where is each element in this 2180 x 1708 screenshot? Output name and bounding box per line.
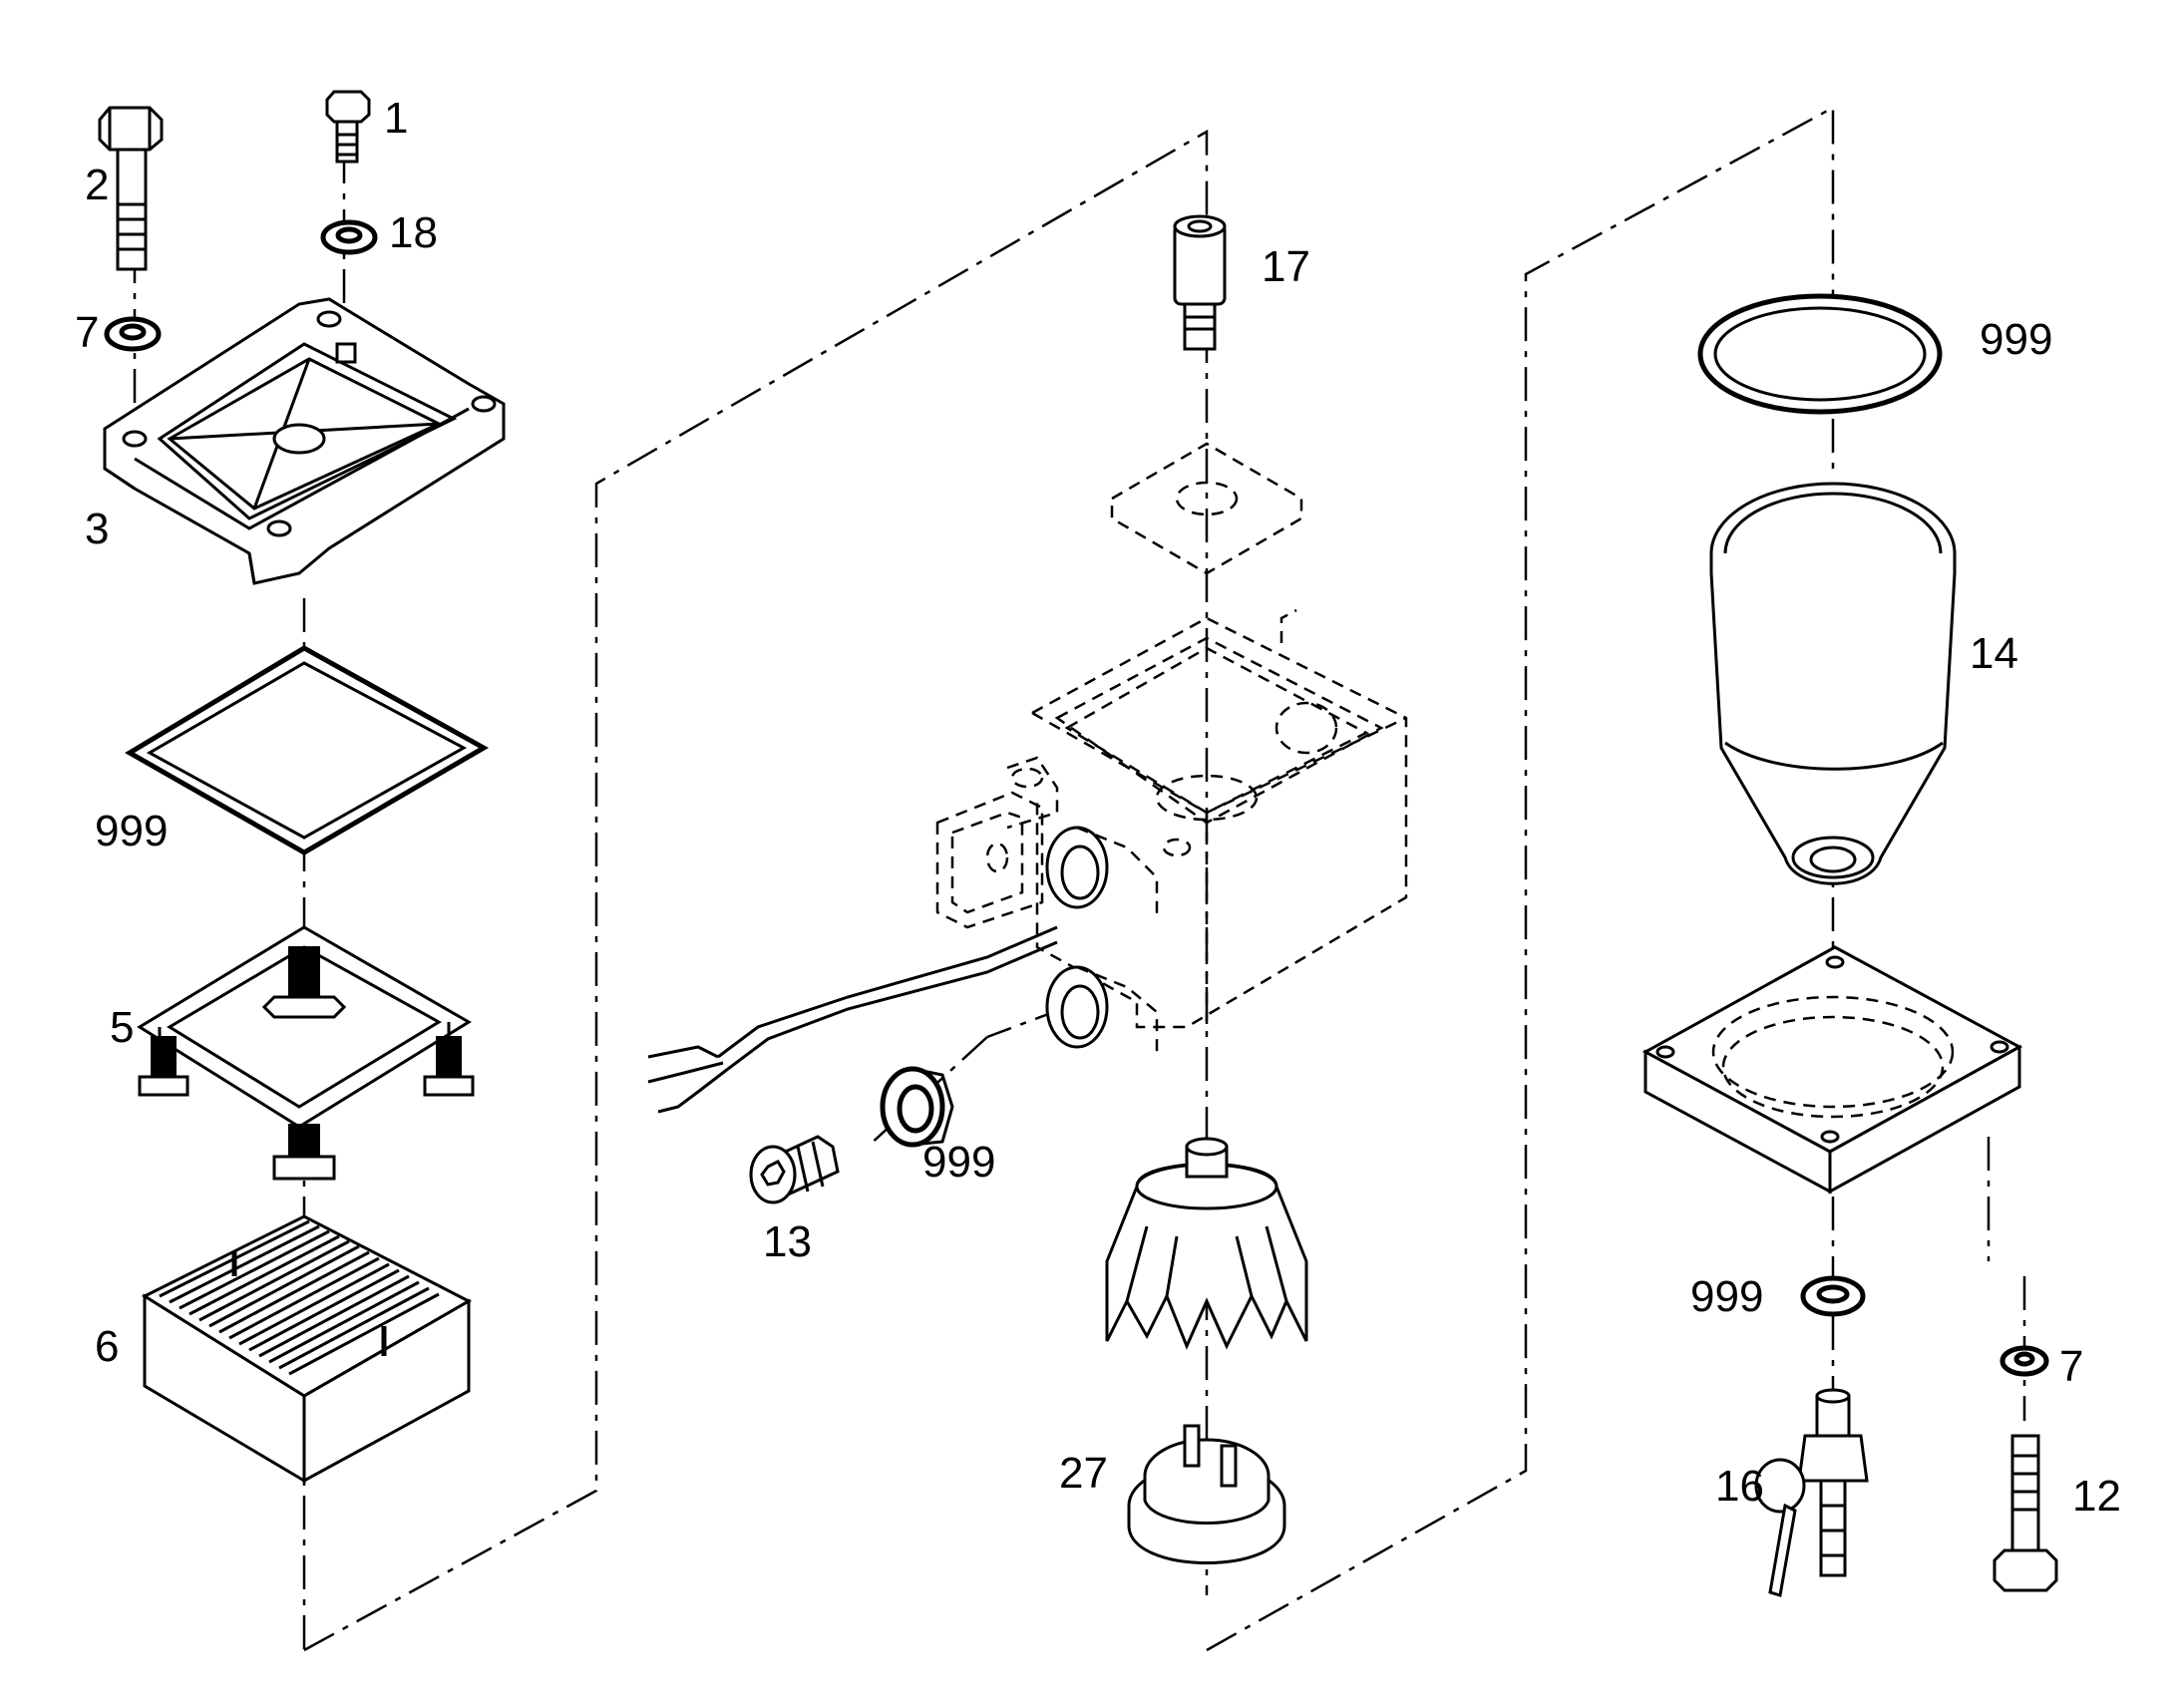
section-dividers <box>303 105 1835 1652</box>
label-part-17: 17 <box>1262 242 1310 291</box>
label-part-13: 13 <box>763 1217 812 1266</box>
part-999-drain-washer <box>1800 1275 1866 1317</box>
label-part-999-plug-seal: 999 <box>922 1138 995 1187</box>
filter-pleats <box>159 1219 440 1376</box>
label-part-5: 5 <box>110 1003 134 1052</box>
label-part-999-oring: 999 <box>1980 315 2052 364</box>
head-seal-hidden <box>1110 442 1303 575</box>
label-part-16: 16 <box>1715 1462 1764 1511</box>
part-1-small-bolt <box>325 90 371 164</box>
part-14-collection-bowl <box>1709 482 1957 885</box>
part-17-socket-screw <box>1173 214 1227 351</box>
separator-housing-hidden <box>935 608 1408 1052</box>
part-13-drain-plug <box>749 1135 840 1204</box>
label-part-3: 3 <box>85 505 109 553</box>
label-part-1: 1 <box>384 94 408 143</box>
part-6-filter-element <box>141 1214 473 1484</box>
part-999-plug-seal <box>880 1066 954 1148</box>
part-2-hex-bolt <box>98 106 164 271</box>
label-part-14: 14 <box>1970 629 2018 678</box>
part-999-square-gasket <box>125 645 490 855</box>
bowl-base-flange <box>1641 945 2023 1195</box>
part-999-bowl-oring <box>1697 293 1943 415</box>
part-3-filter-cover <box>103 297 506 585</box>
label-part-6: 6 <box>95 1322 119 1371</box>
label-part-7-bottom: 7 <box>2059 1342 2083 1391</box>
part-18-washer <box>320 219 378 255</box>
part-7-washer-top <box>104 316 162 352</box>
label-part-27: 27 <box>1059 1449 1108 1498</box>
part-12-hex-bolt <box>1993 1434 2058 1592</box>
part-7-washer-bottom <box>1999 1345 2049 1377</box>
label-part-18: 18 <box>389 208 438 257</box>
label-part-999-drain-washer: 999 <box>1690 1272 1763 1321</box>
part-5-spring-frame <box>137 925 475 1181</box>
label-part-7-top: 7 <box>75 308 99 357</box>
label-part-999-gasket: 999 <box>95 807 168 855</box>
part-labels: 1 2 3 5 6 7 7 12 13 14 16 17 18 27 999 9… <box>75 94 2121 1521</box>
sensor-cable <box>647 925 1058 1114</box>
part-27-connector-cap <box>1127 1424 1286 1564</box>
label-part-2: 2 <box>85 161 109 209</box>
label-part-12: 12 <box>2072 1472 2121 1521</box>
part-16-drain-valve <box>1754 1388 1869 1597</box>
water-sensor-probe <box>1105 1137 1308 1350</box>
